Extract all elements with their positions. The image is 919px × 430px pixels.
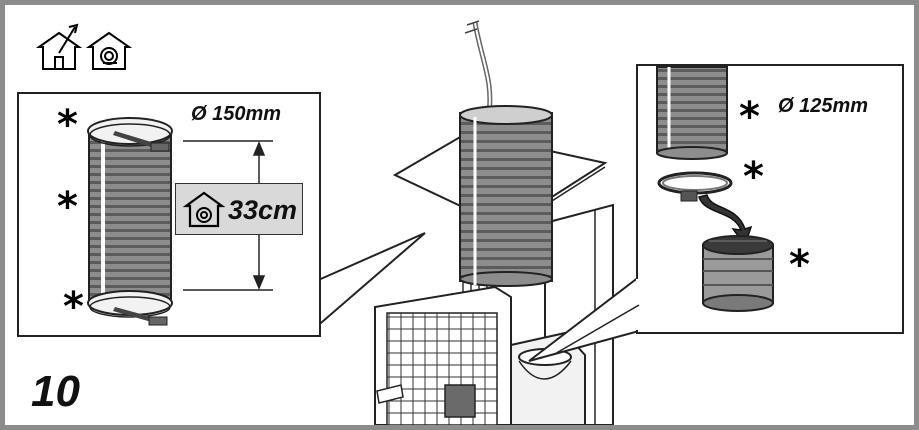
- flexible-duct-125: [656, 66, 728, 160]
- length-value: 33cm: [228, 195, 298, 225]
- ducted-outlet-icon: [35, 23, 83, 70]
- step-number: 10: [31, 367, 80, 416]
- recirculation-icon: [182, 191, 226, 228]
- adapter-connector: [702, 235, 774, 312]
- clamp-ring: [657, 171, 733, 202]
- diameter-label-150: Ø 150mm: [191, 103, 282, 125]
- diameter-label-125: Ø 125mm: [778, 95, 869, 117]
- asterisk-marker: *: [57, 102, 78, 148]
- flexible-duct-150: [87, 117, 173, 326]
- asterisk-marker: *: [739, 94, 760, 140]
- length-badge: 33cm: [175, 183, 303, 235]
- right-detail-callout: [528, 64, 904, 362]
- asterisk-marker: *: [63, 284, 84, 330]
- asterisk-marker: *: [743, 154, 764, 200]
- hood-assembly: [374, 20, 614, 425]
- asterisk-marker: *: [789, 242, 810, 288]
- recirculation-icon: [85, 31, 133, 70]
- illustration: [17, 20, 904, 425]
- length-dimension: [183, 140, 273, 291]
- asterisk-marker: *: [57, 184, 78, 230]
